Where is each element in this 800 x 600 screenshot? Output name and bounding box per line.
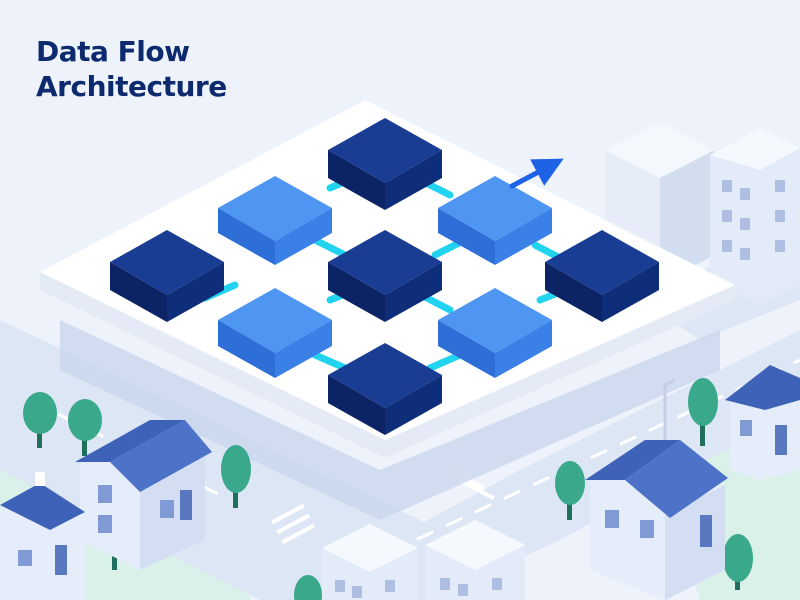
connector [531, 241, 564, 262]
title-line-2: Architecture [36, 70, 227, 103]
connector [426, 351, 464, 372]
tree-icon [723, 534, 753, 590]
office-building [425, 520, 525, 600]
tree-icon [68, 399, 102, 456]
block-light [218, 288, 332, 378]
house [0, 472, 85, 600]
block-dark [328, 343, 442, 435]
tree-icon [555, 461, 585, 520]
office-building [322, 524, 418, 600]
tree-icon [688, 378, 718, 446]
block-light [438, 176, 552, 265]
house [585, 440, 728, 600]
block-dark [545, 230, 659, 322]
block-light [438, 288, 552, 378]
tree-icon [294, 575, 322, 600]
street-lamp-icon [663, 378, 676, 440]
block-dark [328, 118, 442, 210]
block-dark [110, 230, 224, 322]
block-grid [110, 118, 659, 435]
tree-icon [221, 445, 251, 508]
connector [311, 236, 349, 259]
connector [311, 351, 349, 372]
tree-icon [23, 392, 57, 448]
platform-shadow [60, 320, 720, 520]
arrow-up-right-icon [509, 158, 564, 189]
page-title: Data Flow Architecture [36, 34, 227, 104]
connector [421, 293, 454, 314]
block-dark [328, 230, 442, 322]
block-light [218, 176, 332, 265]
house [725, 365, 800, 480]
house [75, 420, 212, 570]
apartment-building [710, 128, 800, 305]
title-line-1: Data Flow [36, 35, 190, 68]
